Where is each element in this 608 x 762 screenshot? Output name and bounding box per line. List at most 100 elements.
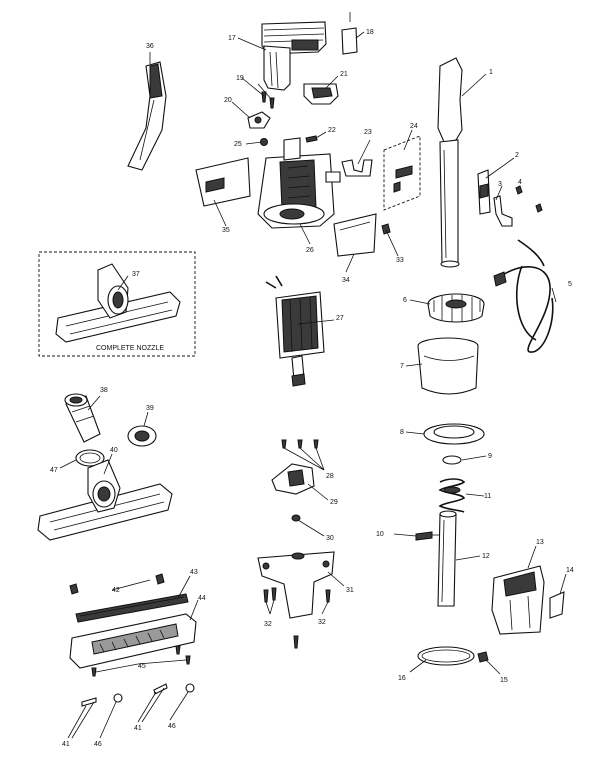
callout-24: 24 [410, 123, 418, 130]
part-26-motor-housing [257, 137, 341, 229]
callout-18: 18 [366, 29, 374, 36]
callout-5: 5 [568, 281, 572, 288]
part-18-filter-card [341, 12, 358, 55]
part-19-screws [261, 91, 275, 109]
part-42-screws [69, 573, 165, 595]
part-29-fan [271, 463, 315, 495]
callout-41-left: 41 [62, 741, 70, 748]
callout-13: 13 [536, 539, 544, 546]
part-44-base-plate [69, 613, 197, 669]
part-43-brush-strip [75, 593, 189, 623]
callout-33: 33 [396, 257, 404, 264]
part-31-nozzle-base [257, 551, 335, 619]
callout-35: 35 [222, 227, 230, 234]
part-11-spring [438, 478, 466, 513]
part-12-rod [437, 510, 457, 607]
callout-4: 4 [518, 179, 522, 186]
part-4-screw [515, 185, 543, 213]
callout-23: 23 [364, 129, 372, 136]
part-32-screws [263, 587, 331, 649]
inset-caption: COMPLETE NOZZLE [96, 345, 164, 352]
part-35-front-cover [195, 157, 251, 207]
part-9-seal [442, 455, 462, 465]
callout-37: 37 [132, 271, 140, 278]
callout-29: 29 [330, 499, 338, 506]
callout-21: 21 [340, 71, 348, 78]
part-22-screw [305, 135, 318, 143]
part-17-top-cap [261, 21, 327, 91]
callout-46-right: 46 [168, 723, 176, 730]
callout-22: 22 [328, 127, 336, 134]
callout-7: 7 [400, 363, 404, 370]
callout-27: 27 [336, 315, 344, 322]
part-6-fan-housing [427, 293, 485, 323]
part-47-ring [75, 449, 105, 467]
part-38-hose-connector [64, 393, 101, 443]
inset-complete-nozzle: COMPLETE NOZZLE [38, 251, 196, 357]
callout-28: 28 [326, 473, 334, 480]
callout-40: 40 [110, 447, 118, 454]
callout-32-right: 32 [318, 619, 326, 626]
part-40-floor-nozzle [37, 459, 173, 541]
callout-47: 47 [50, 467, 58, 474]
callout-3: 3 [498, 181, 502, 188]
callout-20: 20 [224, 97, 232, 104]
part-36-handle-strip [127, 61, 167, 171]
callout-16: 16 [398, 675, 406, 682]
part-13-container [491, 565, 545, 635]
callout-46-left: 46 [94, 741, 102, 748]
callout-45: 45 [138, 663, 146, 670]
part-34-side-cover [333, 213, 377, 257]
leader-lines [59, 31, 567, 739]
callout-9: 9 [488, 453, 492, 460]
callout-26: 26 [306, 247, 314, 254]
part-20-clip [247, 111, 271, 129]
part-24-switch-panel [383, 135, 421, 211]
callout-1: 1 [489, 69, 493, 76]
part-27-motor-armature [265, 275, 325, 387]
part-10-pin [415, 531, 440, 541]
callout-36: 36 [146, 43, 154, 50]
part-46-axles [113, 683, 195, 703]
callout-8: 8 [400, 429, 404, 436]
callout-10: 10 [376, 531, 384, 538]
part-8-ring [423, 423, 485, 445]
callout-labels: 1 2 3 4 5 6 7 8 9 10 11 12 13 14 15 16 1… [50, 29, 574, 748]
part-7-filter-bag [417, 337, 479, 395]
part-23-latch [341, 159, 373, 177]
callout-12: 12 [482, 553, 490, 560]
part-16-belt [417, 646, 475, 666]
callout-11: 11 [484, 493, 491, 500]
callout-34: 34 [342, 277, 350, 284]
callout-19: 19 [236, 75, 244, 82]
callout-15: 15 [500, 677, 508, 684]
callout-43: 43 [190, 569, 198, 576]
part-28-screws [281, 439, 319, 449]
callout-38: 38 [100, 387, 108, 394]
part-45-screws [91, 645, 191, 677]
callout-14: 14 [566, 567, 574, 574]
part-30-washer [291, 514, 301, 522]
part-21-bracket [303, 83, 339, 105]
part-3-hook [493, 195, 513, 227]
part-33-screw [381, 223, 391, 235]
callout-25: 25 [234, 141, 242, 148]
callout-6: 6 [403, 297, 407, 304]
part-2-clip [477, 169, 491, 215]
callout-44: 44 [198, 595, 206, 602]
part-5-power-cord [493, 239, 554, 353]
part-15-nut [477, 651, 489, 663]
callout-30: 30 [326, 535, 334, 542]
callout-2: 2 [515, 152, 519, 159]
part-14-small-clip [549, 591, 565, 619]
part-41-wheels [81, 683, 168, 707]
part-1-handle-tube [437, 57, 463, 268]
callout-39: 39 [146, 405, 154, 412]
callout-17: 17 [228, 35, 236, 42]
callout-41-right: 41 [134, 725, 142, 732]
part-39-cap [127, 425, 157, 447]
callout-42: 42 [112, 587, 120, 594]
callout-31: 31 [346, 587, 354, 594]
